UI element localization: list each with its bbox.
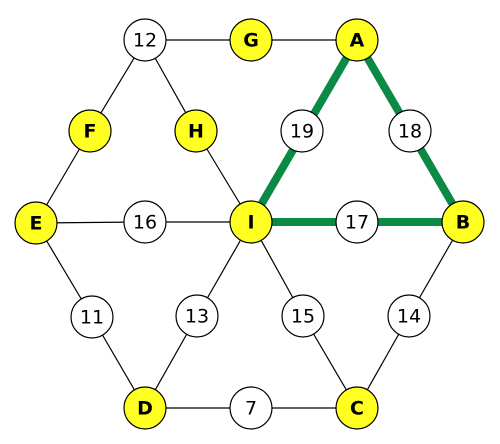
node-label-n16: 16 [133, 212, 157, 234]
node-label-n11: 11 [80, 307, 104, 329]
node-I: I [229, 200, 273, 244]
node-H: H [174, 109, 218, 153]
node-label-n19: 19 [290, 121, 314, 143]
node-n16: 16 [123, 200, 167, 244]
node-circle-n12 [123, 18, 167, 62]
node-n7: 7 [229, 386, 273, 430]
node-label-D: D [137, 398, 153, 420]
node-A: A [335, 18, 379, 62]
node-circle-A [335, 18, 379, 62]
node-label-I: I [247, 212, 254, 234]
node-label-n14: 14 [397, 306, 421, 328]
node-n11: 11 [70, 295, 114, 339]
node-label-n12: 12 [133, 30, 157, 52]
node-n19: 19 [280, 109, 324, 153]
node-label-n17: 17 [345, 212, 369, 234]
node-F: F [68, 109, 112, 153]
nodes-layer: 12 G A F H 19 18E 16 I 17 B 11 13 15 14D 7 C [14, 18, 485, 430]
node-n12: 12 [123, 18, 167, 62]
node-B: B [441, 200, 485, 244]
node-label-F: F [84, 121, 97, 143]
node-circle-C [335, 386, 379, 430]
node-circle-F [68, 109, 112, 153]
node-n15: 15 [281, 294, 325, 338]
node-E: E [14, 201, 58, 245]
node-label-n7: 7 [245, 398, 257, 420]
node-n13: 13 [175, 294, 219, 338]
node-circle-E [14, 201, 58, 245]
node-circle-n17 [335, 200, 379, 244]
node-circle-D [123, 386, 167, 430]
node-D: D [123, 386, 167, 430]
node-circle-H [174, 109, 218, 153]
node-label-H: H [188, 121, 204, 143]
node-circle-B [441, 200, 485, 244]
node-n18: 18 [388, 109, 432, 153]
node-label-A: A [350, 30, 365, 52]
node-circle-n13 [175, 294, 219, 338]
node-label-n15: 15 [291, 306, 315, 328]
node-label-E: E [30, 213, 43, 235]
node-label-C: C [350, 398, 364, 420]
node-label-G: G [243, 30, 259, 52]
node-label-n13: 13 [185, 306, 209, 328]
node-G: G [229, 18, 273, 62]
node-circle-n14 [387, 294, 431, 338]
node-circle-n19 [280, 109, 324, 153]
node-circle-n15 [281, 294, 325, 338]
node-n14: 14 [387, 294, 431, 338]
node-label-B: B [456, 212, 470, 234]
node-circle-G [229, 18, 273, 62]
node-label-n18: 18 [398, 121, 422, 143]
node-circle-n16 [123, 200, 167, 244]
node-circle-n7 [229, 386, 273, 430]
node-circle-n11 [70, 295, 114, 339]
node-circle-n18 [388, 109, 432, 153]
node-C: C [335, 386, 379, 430]
node-n17: 17 [335, 200, 379, 244]
node-circle-I [229, 200, 273, 244]
